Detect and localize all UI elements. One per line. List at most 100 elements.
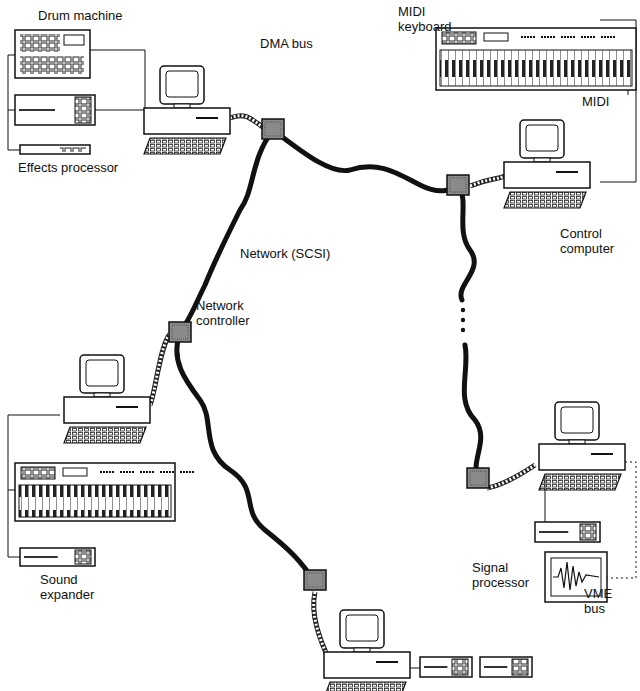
ellipsis-dot [461,318,465,322]
signal-wire [410,668,420,669]
device-label: Signal processor [472,560,542,590]
synth-display [484,33,508,41]
network-controller [447,175,469,195]
device-label: VME bus [584,586,636,616]
controller-texture [470,471,486,485]
controller-texture [307,573,323,587]
monitor [340,610,384,648]
synth-controls [140,471,155,473]
scsi-cable [177,332,315,582]
dma-bus-hatch [230,116,264,128]
controller-texture [265,122,281,136]
synth-controls [541,36,556,38]
scsi-cable [464,345,481,478]
rack-unit [480,657,532,677]
rack-display [424,666,447,668]
dma-bus-hatch [150,334,170,405]
drum-pads [20,56,84,74]
computer-keyboard [539,474,621,490]
synth-controls [100,471,115,473]
synth-body [15,463,175,521]
device-label: DMA bus [260,36,340,51]
dma-bus [150,334,170,405]
rack-display [19,109,55,111]
computer-keyboard [64,427,146,443]
device-label: Network (SCSI) [240,246,350,261]
computer-base [144,108,230,134]
device-label: Control computer [560,226,632,256]
device-label: Drum machine [38,8,158,23]
monitor [160,66,204,104]
signal-wire [95,110,145,111]
drive-slot [376,661,398,663]
computer-keyboard [504,192,586,208]
ellipsis-dot [461,328,465,332]
monitor-screen [526,125,558,151]
drum-pads [20,34,60,52]
dma-bus [230,116,264,128]
synth-controls [581,36,596,38]
computer-base [539,444,625,470]
network-controller [169,322,191,342]
waveform [553,562,599,590]
device-label: Sound expander [40,572,110,602]
synth-controls [120,471,135,473]
scsi-cable [458,186,474,300]
synth-panel [21,467,55,479]
ellipsis-dot [461,308,465,312]
monitor [80,355,124,393]
synth-controls [601,36,616,38]
rack-buttons [512,659,528,675]
monitor [555,402,599,440]
rack-display [24,556,58,558]
controller-texture [450,178,466,192]
device-label: Network controller [196,298,270,328]
network-controller [304,570,326,590]
monitor-screen [86,360,118,386]
synth-controls [180,471,195,473]
dma-bus-hatch [487,465,535,488]
rack-display [484,666,507,668]
synth-controls [160,471,175,473]
synth-display [63,468,87,476]
rack-unit [420,657,472,677]
device-label: MIDI keyboard [398,4,460,34]
rack-buttons [75,97,91,123]
rack-unit [535,522,600,542]
computer-base [64,397,150,423]
dma-bus-hatch [470,176,505,186]
network-controller [467,468,489,488]
drive-slot [116,406,138,408]
rack-buttons [60,147,86,152]
dma-bus [487,465,535,488]
drive-slot [591,453,613,455]
rack-buttons [452,659,468,675]
drive-slot [556,171,578,173]
rack-unit [20,548,95,566]
computer-base [324,652,410,678]
effects-processor [20,145,90,154]
controller-texture [172,325,188,339]
rack-buttons [580,524,596,540]
drive-slot [196,117,218,119]
synth-controls [521,36,536,38]
rack-buttons [75,550,91,564]
synth-controls [561,36,576,38]
signal-wire [90,50,145,125]
device-label: Effects processor [18,160,148,175]
scsi-cable [273,130,458,191]
network-controller [262,119,284,139]
drum-machine [15,30,90,78]
device-label: MIDI [582,94,632,109]
piano-keys [19,485,171,517]
monitor-screen [346,615,378,641]
rack-display [539,531,568,533]
monitor-screen [166,71,198,97]
computer-keyboard [324,682,406,691]
monitor [520,120,564,158]
monitor-screen [561,407,593,433]
computer-base [504,162,590,188]
drum-display [64,35,84,45]
